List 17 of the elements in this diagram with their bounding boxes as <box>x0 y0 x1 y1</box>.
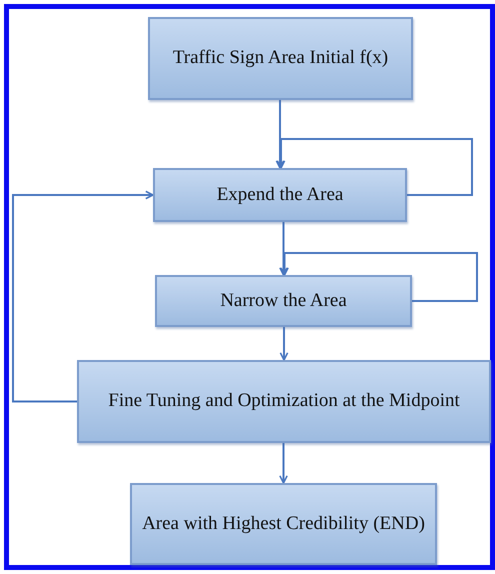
arrow <box>276 100 284 169</box>
loop-arrow <box>280 252 478 302</box>
process-box <box>153 168 407 222</box>
box-text: Narrow the Area <box>219 288 348 313</box>
box-text: Expend the Area <box>216 182 344 207</box>
process-box <box>155 275 412 327</box>
arrow <box>280 327 288 361</box>
process-box <box>77 360 491 443</box>
box-text: Fine Tuning and Optimization at the Midpoint <box>107 389 461 414</box>
process-box <box>148 17 413 100</box>
box-text: Traffic Sign Area Initial f(x) <box>172 46 390 70</box>
process-box <box>130 483 437 565</box>
arrow <box>279 443 288 484</box>
arrow <box>279 222 288 276</box>
box-text: Area with Highest Credibility (END) <box>141 512 426 536</box>
arrow <box>12 190 154 402</box>
loop-arrow <box>276 138 473 196</box>
